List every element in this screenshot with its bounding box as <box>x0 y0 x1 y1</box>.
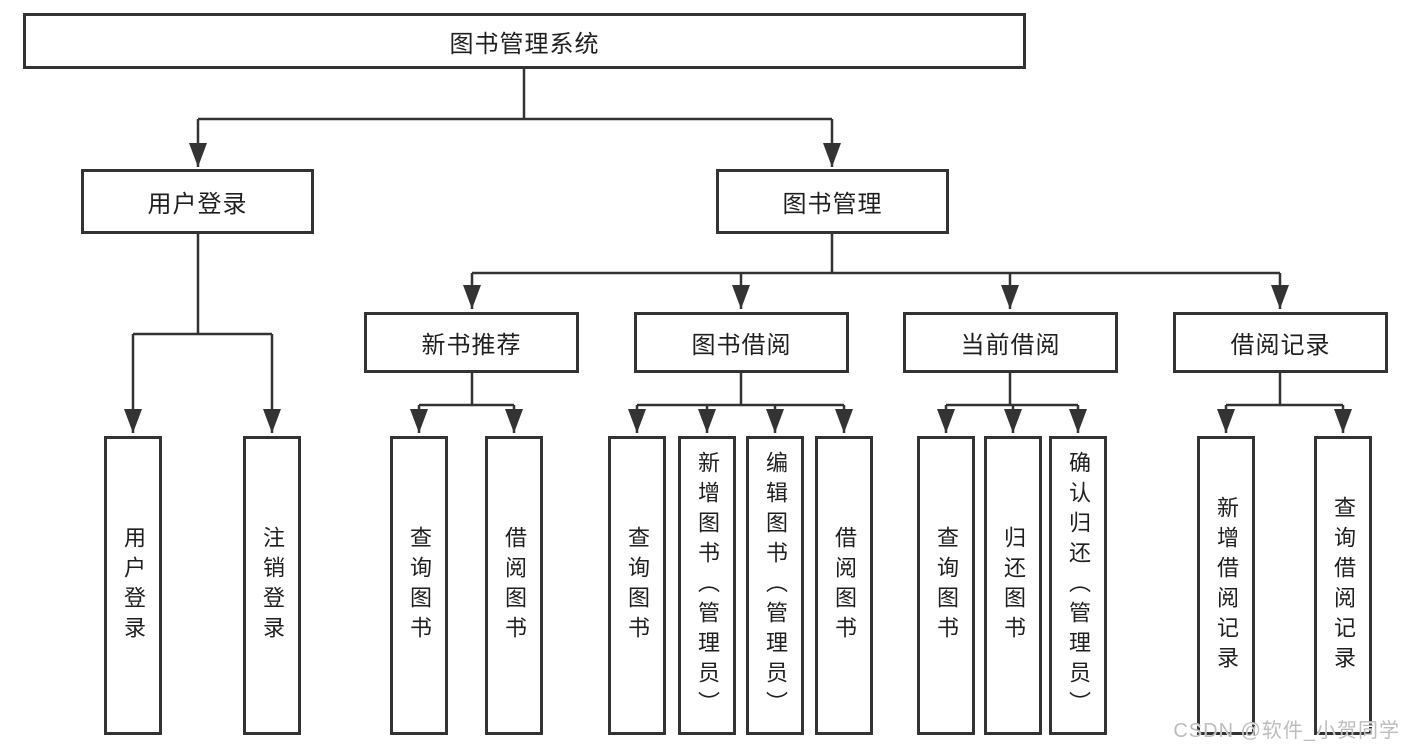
leaf-label: 查询图书 <box>407 525 432 646</box>
leaf-user-login: 用户登录 <box>104 436 162 735</box>
leaf-recommend-borrow-books: 借阅图书 <box>485 436 543 735</box>
leaf-label: 借阅图书 <box>832 525 857 646</box>
leaf-logout: 注销登录 <box>243 436 301 735</box>
leaf-current-return-books: 归还图书 <box>984 436 1042 735</box>
leaf-current-query-books: 查询图书 <box>917 436 975 735</box>
node-book-borrow: 图书借阅 <box>634 312 849 373</box>
leaf-label: 用户登录 <box>121 525 146 646</box>
leaf-label: 新增图书（管理员） <box>695 450 720 721</box>
leaf-records-add-record: 新增借阅记录 <box>1197 436 1255 735</box>
leaf-borrow-borrow-books: 借阅图书 <box>815 436 873 735</box>
leaf-borrow-edit-books-admin: 编辑图书（管理员） <box>746 436 804 735</box>
leaf-records-query-record: 查询借阅记录 <box>1314 436 1372 735</box>
node-user-login: 用户登录 <box>81 169 314 234</box>
leaf-borrow-add-books-admin: 新增图书（管理员） <box>678 436 736 735</box>
node-new-book-recommend: 新书推荐 <box>364 312 579 373</box>
leaf-label: 新增借阅记录 <box>1214 495 1239 676</box>
leaf-label: 查询图书 <box>934 525 959 646</box>
leaf-borrow-query-books: 查询图书 <box>608 436 666 735</box>
node-root: 图书管理系统 <box>23 13 1026 69</box>
leaf-label: 编辑图书（管理员） <box>763 450 788 721</box>
node-borrow-records: 借阅记录 <box>1173 312 1388 373</box>
leaf-current-confirm-return-admin: 确认归还（管理员） <box>1049 436 1107 735</box>
leaf-label: 归还图书 <box>1001 525 1026 646</box>
node-current-borrow: 当前借阅 <box>903 312 1118 373</box>
leaf-label: 借阅图书 <box>502 525 527 646</box>
leaf-label: 查询借阅记录 <box>1331 495 1356 676</box>
leaf-label: 查询图书 <box>625 525 650 646</box>
leaf-label: 注销登录 <box>260 525 285 646</box>
leaf-recommend-query-books: 查询图书 <box>390 436 448 735</box>
watermark: CSDN @软件_小贺同学 <box>1173 720 1400 742</box>
node-book-management: 图书管理 <box>716 169 949 234</box>
leaf-label: 确认归还（管理员） <box>1066 450 1091 721</box>
